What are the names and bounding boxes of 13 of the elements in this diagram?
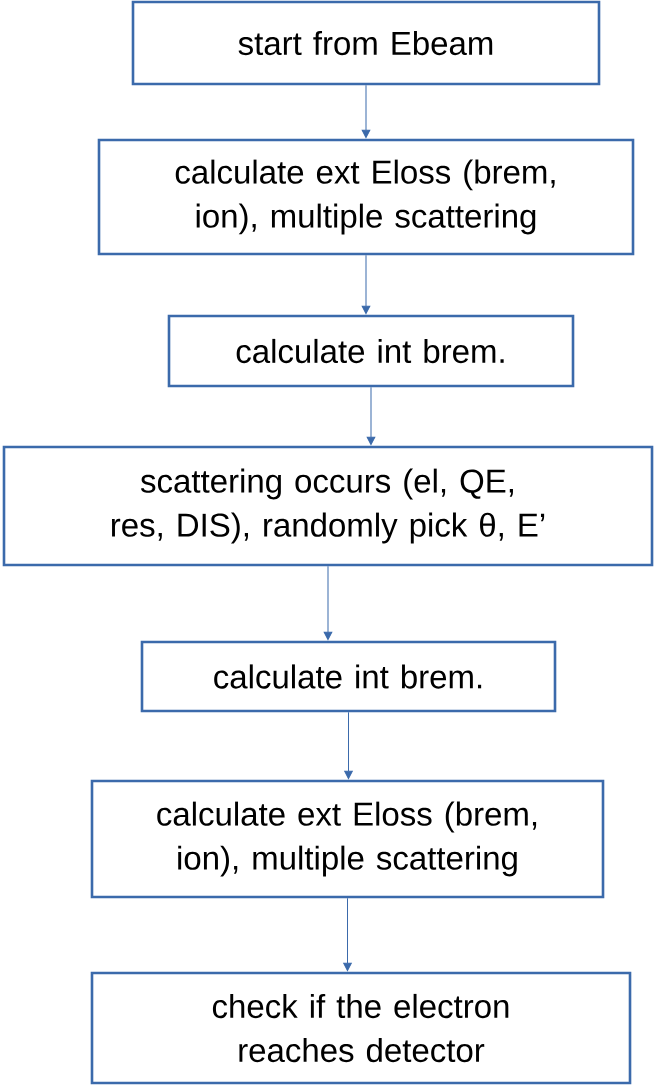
process-box: check if the electron reaches detector (90, 971, 632, 1085)
process-box: calculate int brem. (140, 640, 557, 713)
process-box: calculate int brem. (167, 314, 575, 388)
process-box: calculate ext Eloss (brem, ion), multiple scattering (90, 779, 605, 899)
arrow (366, 386, 376, 446)
arrow (323, 565, 333, 641)
arrow (343, 897, 352, 972)
arrow (361, 84, 371, 139)
process-box: scattering occurs (el, QE, res, DIS), randomly pick θ, E’ (2, 445, 654, 567)
process-box: start from Ebeam (131, 0, 601, 86)
arrow (344, 711, 353, 780)
process-box: calculate ext Eloss (brem, ion), multiple scattering (97, 138, 635, 256)
arrow (361, 254, 371, 315)
